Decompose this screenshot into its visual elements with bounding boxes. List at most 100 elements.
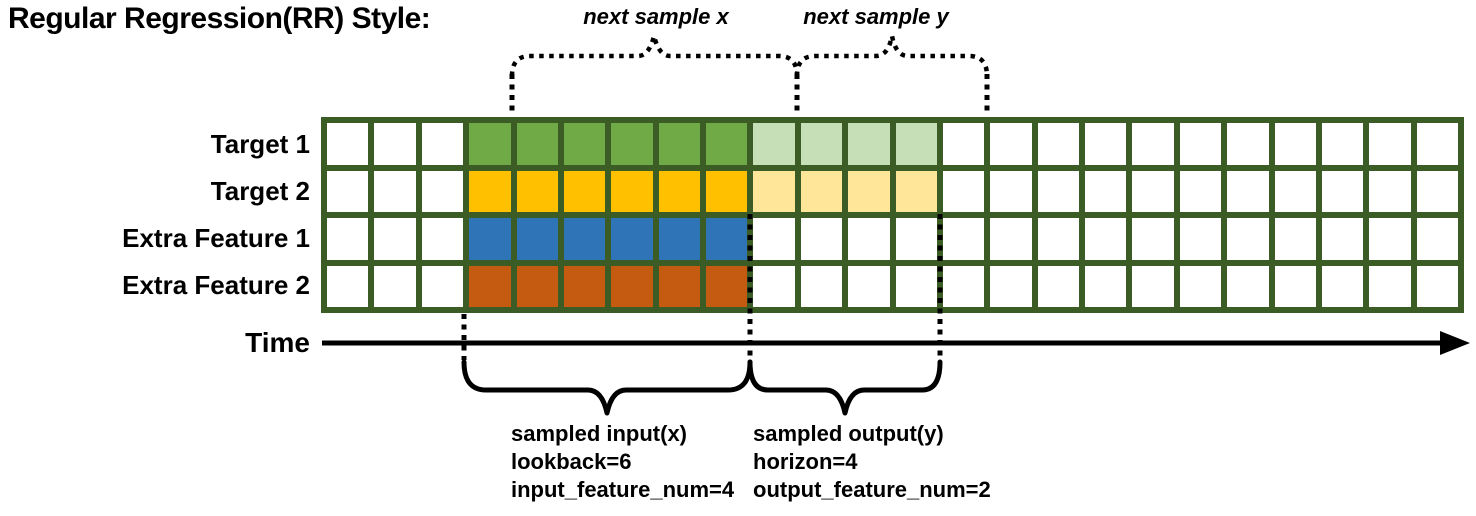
grid-cell: [753, 265, 795, 307]
grid-cell: [1416, 123, 1458, 165]
grid-cell: [421, 123, 464, 165]
grid-cell: [1132, 170, 1174, 212]
grid-cell: [942, 218, 985, 260]
grid-cell: [800, 170, 843, 212]
grid-cell: [611, 123, 653, 165]
grid-cell: [658, 218, 700, 260]
grid-cell: [1274, 170, 1316, 212]
sample-braces: [461, 359, 943, 416]
grid-cell: [1369, 170, 1411, 212]
grid-cell: [1416, 265, 1458, 307]
grid-cell: [469, 265, 511, 307]
grid-cell: [706, 218, 748, 260]
grid-cell: [848, 218, 890, 260]
grid-cell: [611, 218, 653, 260]
grid-cell: [1179, 170, 1222, 212]
grid-cell: [942, 123, 985, 165]
next-sample-x-label: next sample x: [583, 4, 729, 29]
grid-cell: [942, 265, 985, 307]
grid-cell: [1369, 218, 1411, 260]
grid-cell: [327, 123, 369, 165]
grid-cell: [469, 170, 511, 212]
grid-cell: [658, 123, 700, 165]
next-sample-y-label: next sample y: [803, 4, 949, 29]
grid-cell: [563, 170, 606, 212]
grid-cell: [1274, 218, 1316, 260]
next-sample-dashes: [509, 74, 990, 114]
grid-cell: [374, 265, 416, 307]
grid-cell: [374, 218, 416, 260]
grid-cell: [800, 218, 843, 260]
grid-cell: [1369, 123, 1411, 165]
grid-cell: [1369, 265, 1411, 307]
grid-cell: [706, 170, 748, 212]
grid-cell: [1085, 123, 1127, 165]
grid-cell: [800, 265, 843, 307]
grid-cell: [990, 218, 1032, 260]
grid-cell: [753, 170, 795, 212]
grid-cell: [611, 170, 653, 212]
grid-cell: [1321, 170, 1364, 212]
row-label-target-2: Target 2: [210, 176, 310, 206]
grid-cell: [327, 170, 369, 212]
grid-cell: [1132, 265, 1174, 307]
grid-cell: [1179, 123, 1222, 165]
grid-cell: [706, 123, 748, 165]
grid-cell: [895, 170, 937, 212]
row-label-target-1: Target 1: [210, 129, 310, 159]
grid-cell: [1085, 170, 1127, 212]
grid-cell: [563, 265, 606, 307]
grid-cell: [895, 123, 937, 165]
grid-cell: [516, 170, 558, 212]
input-feature-line: input_feature_num=4: [511, 477, 735, 502]
brace-next-sample-y: [794, 33, 990, 77]
grid-cell: [1416, 218, 1458, 260]
grid-cell: [374, 170, 416, 212]
brace-sampled-output: [747, 359, 943, 416]
row-label-extra-feature-2: Extra Feature 2: [122, 270, 310, 300]
grid-cell: [1037, 170, 1079, 212]
grid-cell: [895, 218, 937, 260]
grid-cell: [1132, 218, 1174, 260]
grid-cell: [658, 265, 700, 307]
grid-cell: [516, 218, 558, 260]
output-feature-line: output_feature_num=2: [753, 477, 991, 502]
grid-cell: [563, 218, 606, 260]
brace-next-sample-x: [509, 33, 800, 77]
grid-cell: [753, 123, 795, 165]
grid-cell: [516, 265, 558, 307]
grid-cell: [469, 123, 511, 165]
grid-cell: [327, 218, 369, 260]
grid-cell: [611, 265, 653, 307]
grid-cell: [516, 123, 558, 165]
sampled-input-line: sampled input(x): [511, 421, 688, 446]
grid-cell: [1132, 123, 1174, 165]
grid-cell: [942, 170, 985, 212]
grid-cell: [1085, 265, 1127, 307]
sampled-input-note: sampled input(x) lookback=6 input_featur…: [511, 420, 734, 504]
grid-cell: [327, 265, 369, 307]
grid-cell: [374, 123, 416, 165]
sampled-output-note: sampled output(y) horizon=4 output_featu…: [753, 420, 991, 504]
grid-cell: [990, 265, 1032, 307]
time-arrow: [322, 331, 1470, 355]
grid-cell: [990, 123, 1032, 165]
grid-cell: [1416, 170, 1458, 212]
grid-cell: [1321, 123, 1364, 165]
grid-cell: [706, 265, 748, 307]
grid-cell: [1274, 123, 1316, 165]
lookback-line: lookback=6: [511, 449, 632, 474]
grid-cell: [469, 218, 511, 260]
diagram-title: Regular Regression(RR) Style:: [8, 2, 431, 35]
grid-cell: [1179, 265, 1222, 307]
grid-cell: [1227, 123, 1269, 165]
grid-cell: [421, 265, 464, 307]
grid-cell: [1227, 218, 1269, 260]
grid-cell: [1179, 218, 1222, 260]
grid-cell: [1037, 123, 1079, 165]
grid-cell: [1321, 218, 1364, 260]
grid-cell: [848, 265, 890, 307]
row-label-extra-feature-1: Extra Feature 1: [122, 223, 310, 253]
grid-cell: [1227, 265, 1269, 307]
